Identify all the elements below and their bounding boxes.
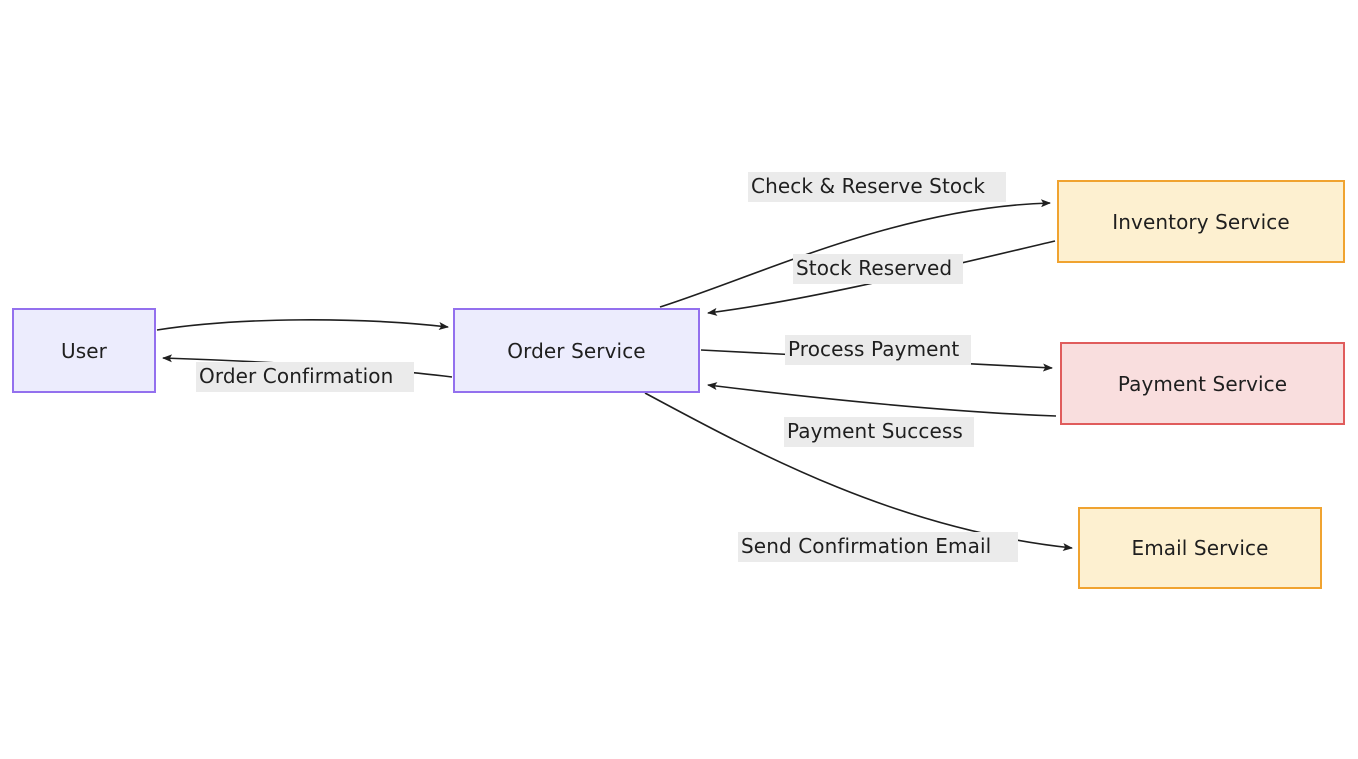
node-label-payment: Payment Service	[1117, 371, 1288, 396]
edge-order-to-inventory	[659, 199, 1051, 308]
edge-label-order-to-email: Send Confirmation Email	[738, 532, 1018, 562]
edge-label-payment-to-order: Payment Success	[784, 417, 974, 447]
edge-label-order-to-payment: Process Payment	[785, 335, 971, 365]
node-user[interactable]: User	[12, 308, 156, 393]
node-label-email: Email Service	[1131, 536, 1269, 560]
edge-label-inventory-to-order: Stock Reserved	[793, 254, 963, 284]
edge-payment-to-order	[707, 382, 1057, 417]
node-inventory[interactable]: Inventory Service	[1057, 180, 1345, 263]
node-label-order: Order Service	[507, 338, 646, 363]
edge-label-order-to-user: Order Confirmation	[196, 362, 414, 392]
node-label-user: User	[61, 338, 107, 363]
edge-user-to-order	[156, 319, 449, 331]
node-payment[interactable]: Payment Service	[1060, 342, 1345, 425]
node-email[interactable]: Email Service	[1078, 507, 1322, 589]
node-label-inventory: Inventory Service	[1112, 209, 1290, 234]
edge-label-order-to-inventory: Check & Reserve Stock	[748, 172, 1006, 202]
node-order[interactable]: Order Service	[453, 308, 700, 393]
